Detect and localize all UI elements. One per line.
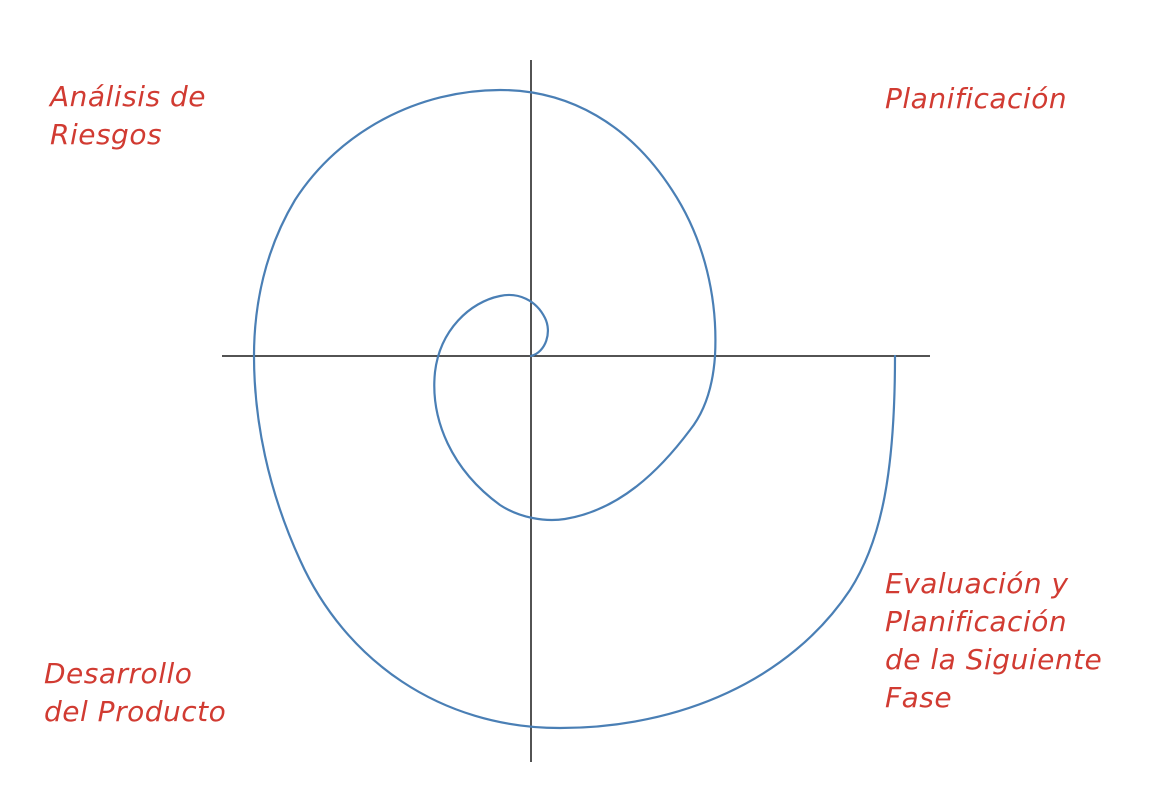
spiral-curve bbox=[252, 88, 897, 730]
label-evaluacion-planificacion: Evaluación y Planificación de la Siguien… bbox=[885, 565, 1102, 717]
label-line: Riesgos bbox=[50, 118, 163, 151]
label-line: Análisis de bbox=[50, 80, 206, 113]
label-line: Evaluación y bbox=[885, 567, 1069, 600]
label-analisis-riesgos: Análisis de Riesgos bbox=[50, 78, 206, 154]
label-line: Fase bbox=[885, 681, 953, 714]
label-line: de la Siguiente bbox=[885, 643, 1103, 676]
label-line: Desarrollo bbox=[44, 657, 193, 690]
label-line: del Producto bbox=[44, 695, 227, 728]
label-line: Planificación bbox=[885, 605, 1068, 638]
label-desarrollo-producto: Desarrollo del Producto bbox=[44, 655, 226, 731]
label-line: Planificación bbox=[885, 82, 1068, 115]
label-planificacion: Planificación bbox=[885, 80, 1067, 118]
